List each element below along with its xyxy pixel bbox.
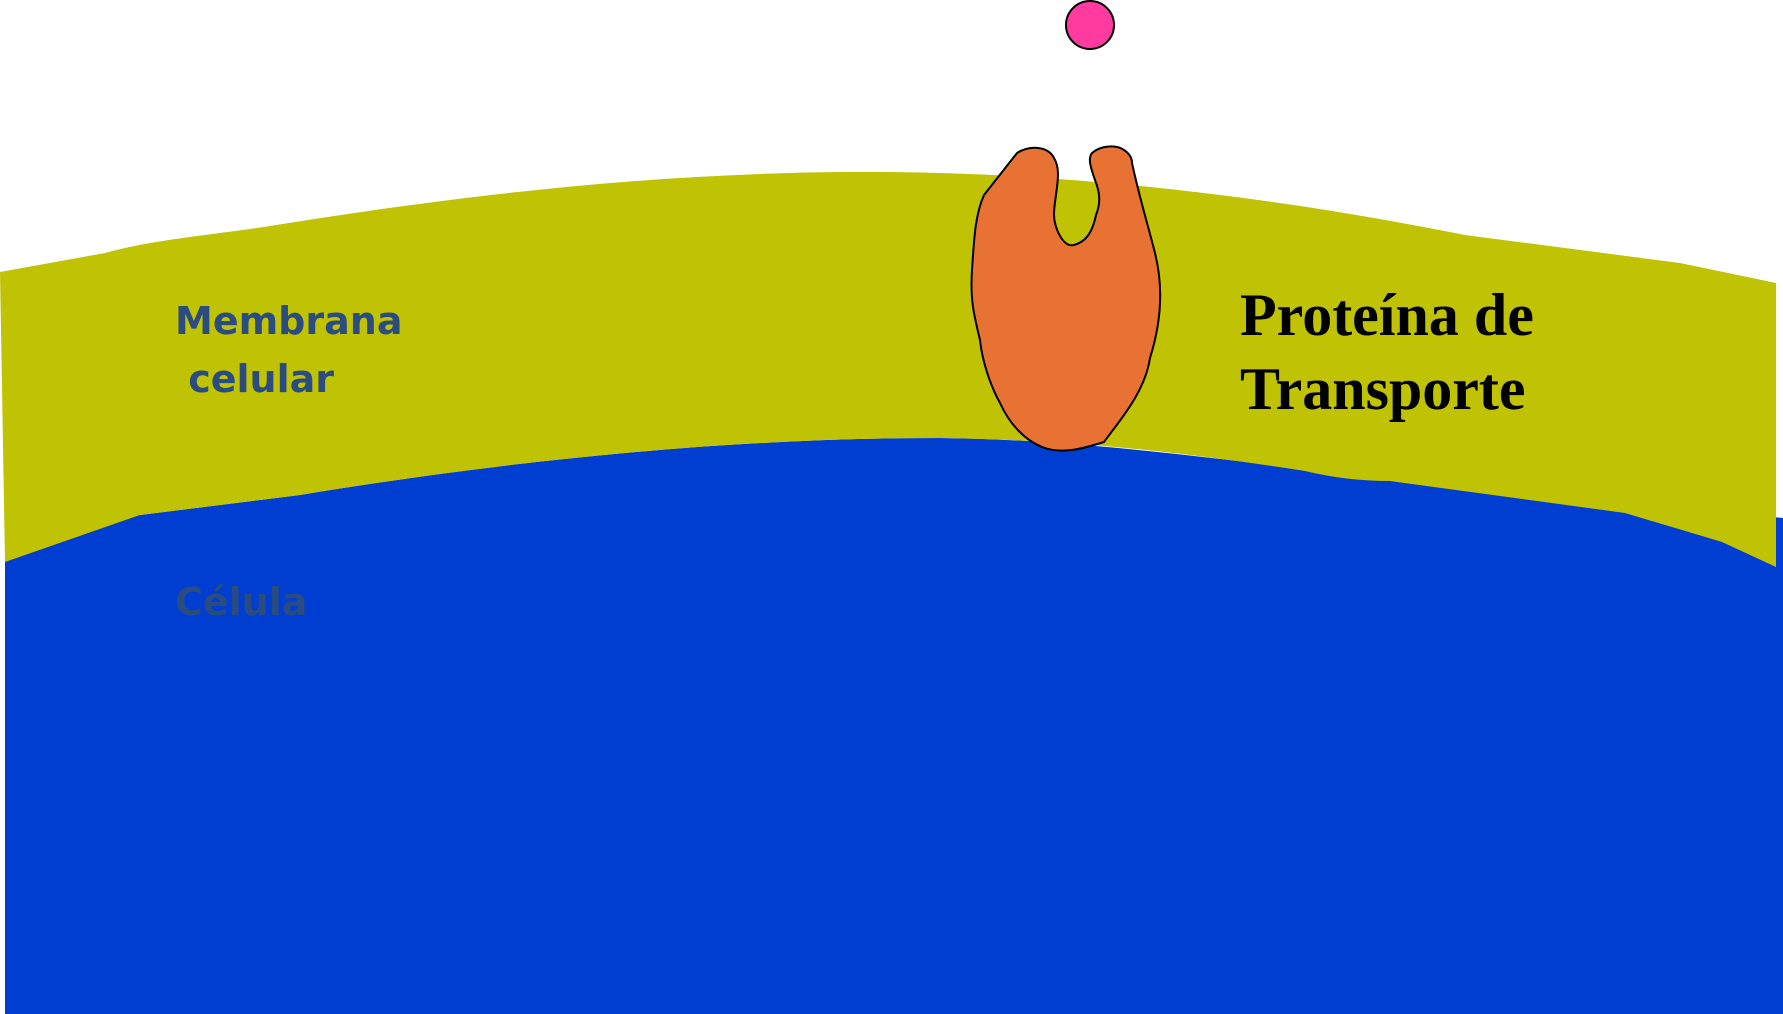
cell-body (5, 438, 1783, 1014)
membrane-label-line-1: Membrana (175, 292, 402, 350)
protein-label-line-2: Transporte (1240, 352, 1534, 426)
membrane-label: Membrana celular (175, 292, 402, 408)
cell-label: Célula (175, 580, 307, 624)
molecule (1066, 1, 1114, 49)
protein-label: Proteína de Transporte (1240, 278, 1534, 426)
protein-label-line-1: Proteína de (1240, 278, 1534, 352)
membrane-label-line-2: celular (175, 350, 402, 408)
